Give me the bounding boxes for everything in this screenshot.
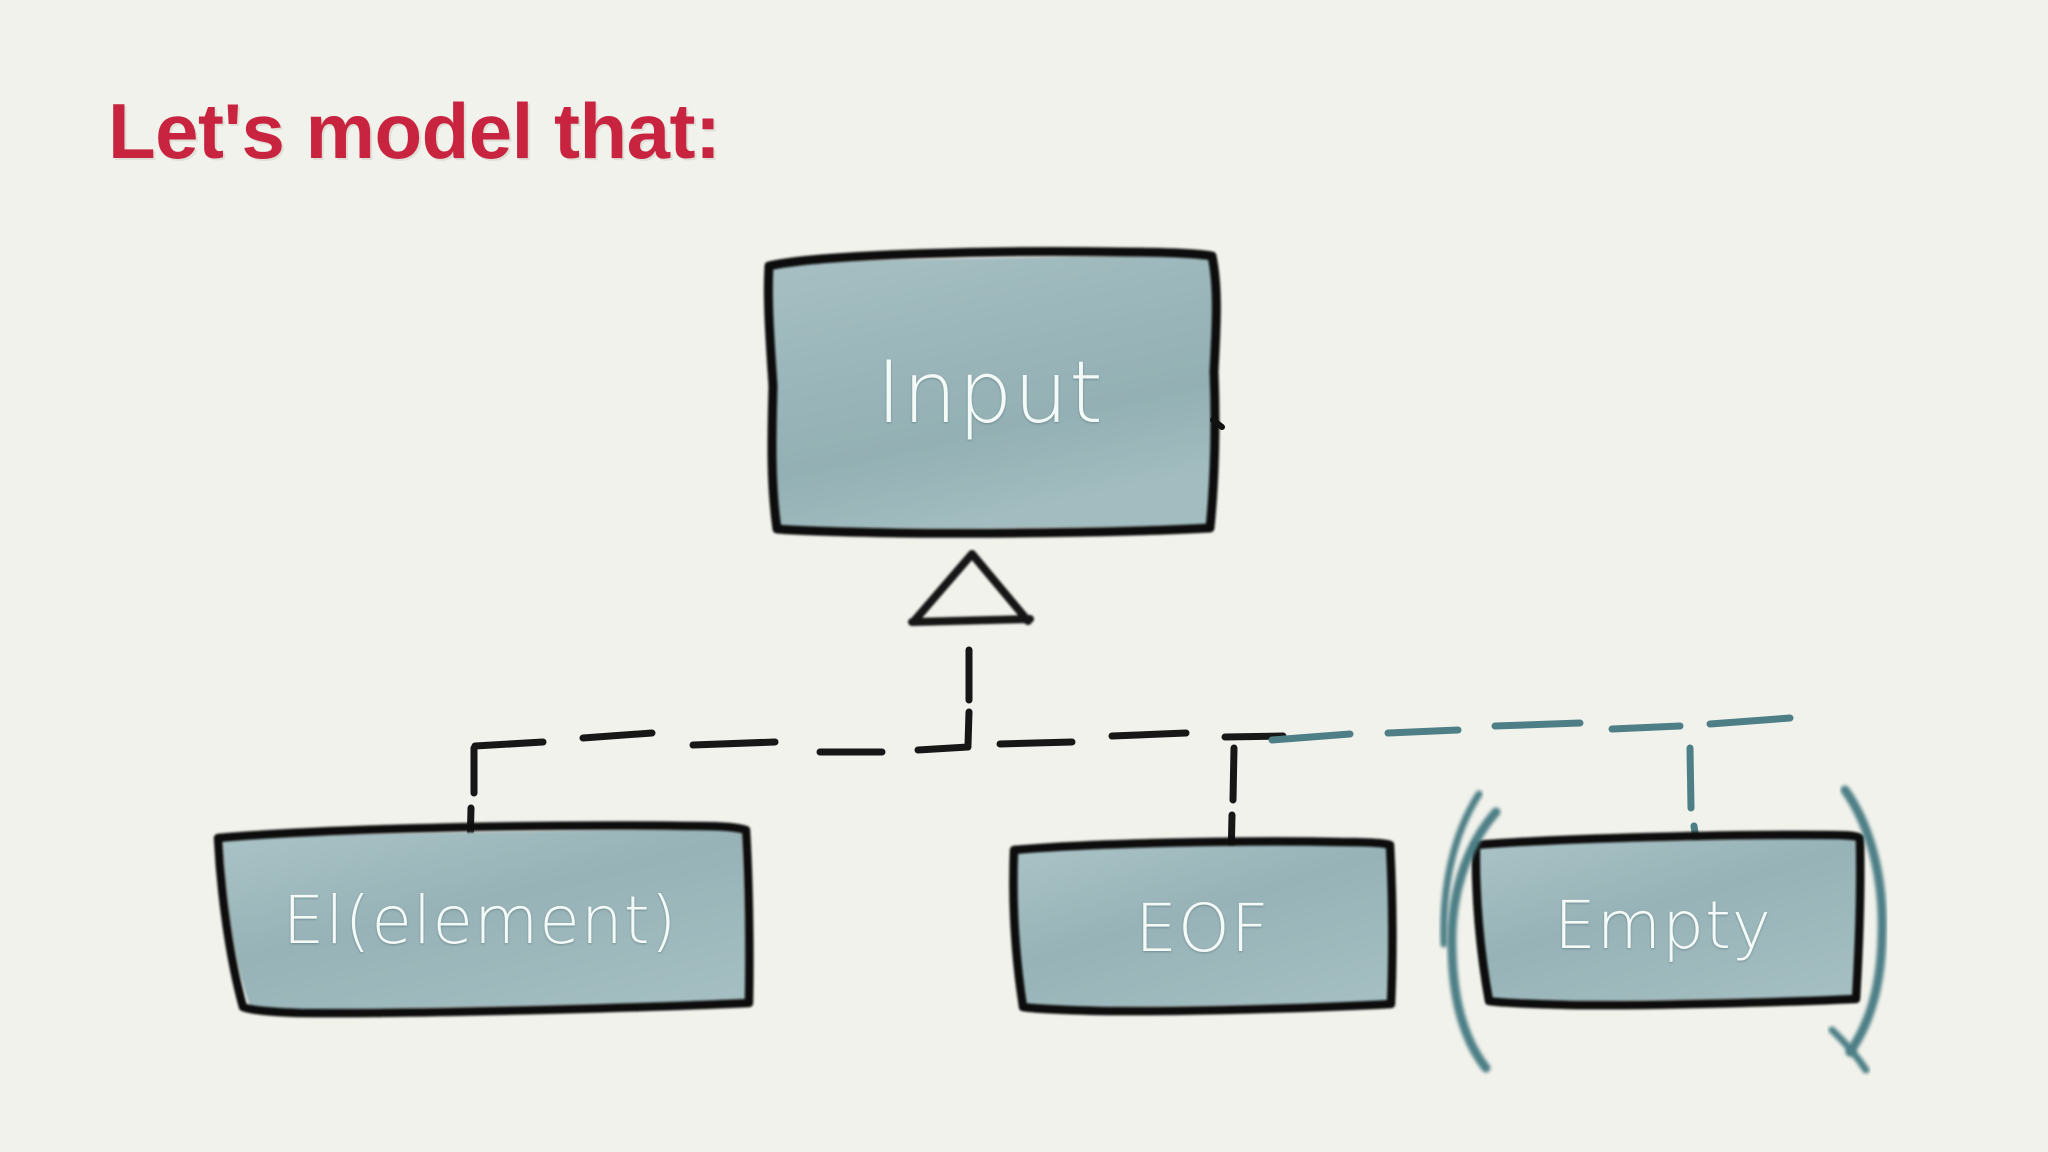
generalization-triangle-icon [908, 550, 1034, 626]
node-empty[interactable] [1471, 830, 1865, 1010]
connector-stem [964, 646, 973, 749]
page-title: Let's model that: [108, 87, 721, 175]
connector-bus-highlight [1268, 714, 1794, 744]
node-element[interactable] [213, 821, 754, 1018]
node-element-border [213, 821, 754, 1018]
node-empty-border [1471, 830, 1865, 1010]
node-input-pen-nick [1210, 417, 1225, 430]
node-eof-fill [1015, 842, 1392, 1010]
emphasis-bracket-right [1840, 785, 1887, 1057]
node-input-fill [768, 254, 1215, 530]
node-input[interactable] [763, 247, 1225, 538]
node-eof[interactable] [1009, 837, 1397, 1016]
emphasis-bracket-left-tail [1440, 790, 1483, 948]
connector-bus-black [471, 729, 1287, 756]
node-eof-border [1009, 837, 1397, 1016]
node-empty-fill [1477, 836, 1860, 1003]
emphasis-bracket-right-tail [1828, 1026, 1870, 1074]
emphasis-bracket-annotation [1440, 785, 1887, 1074]
node-element-fill [222, 828, 748, 1012]
node-input-border [763, 247, 1221, 538]
emphasis-bracket-left [1447, 807, 1501, 1073]
